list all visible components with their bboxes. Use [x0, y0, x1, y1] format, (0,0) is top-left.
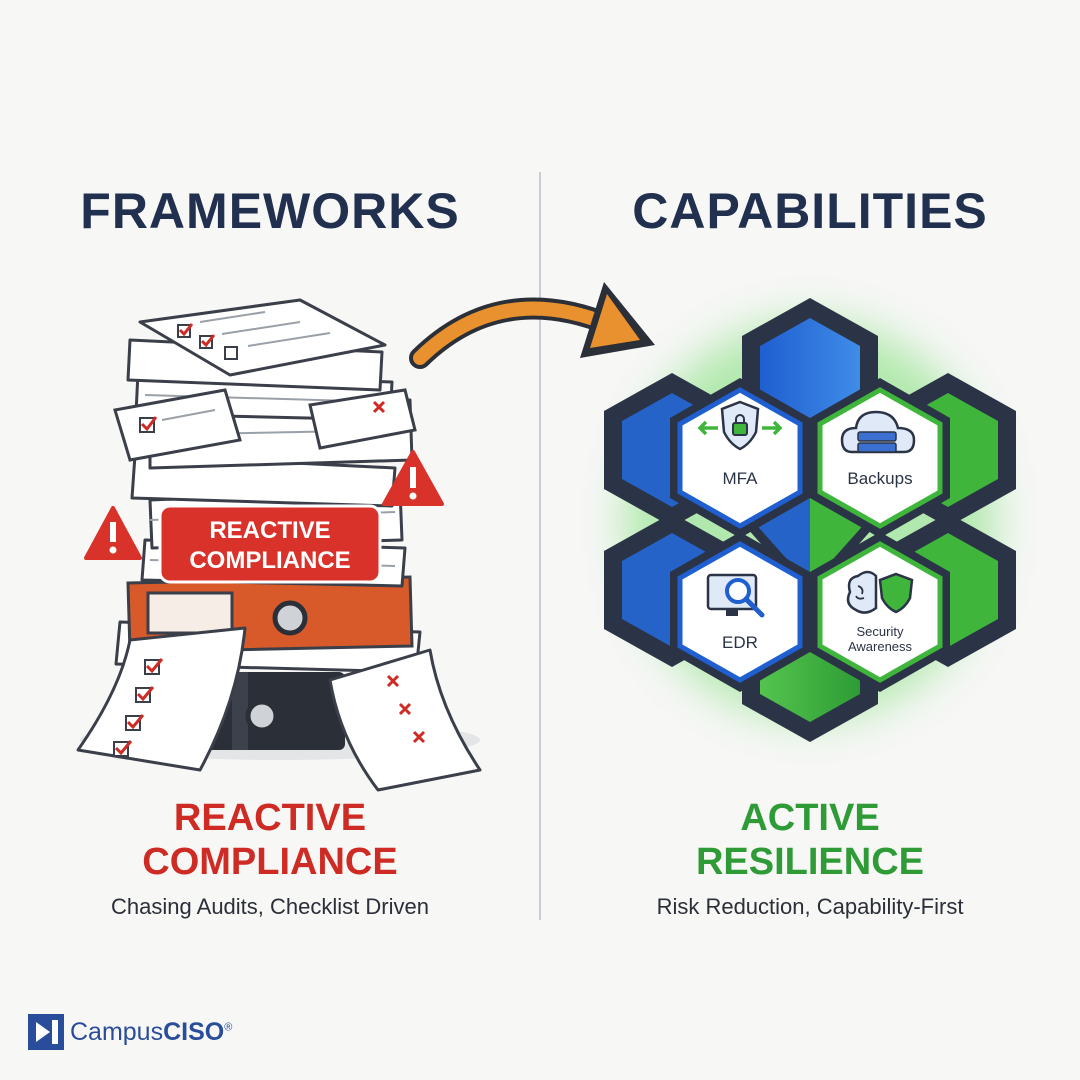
frameworks-subtitle: Chasing Audits, Checklist Driven	[111, 894, 429, 919]
registered-mark: ®	[224, 1021, 233, 1034]
warning-icon	[84, 450, 444, 560]
stamp-line-2: COMPLIANCE	[189, 547, 350, 574]
reactive-compliance-stamp: REACTIVE COMPLIANCE	[158, 504, 382, 584]
capabilities-heading: CAPABILITIES	[632, 183, 988, 239]
outcome-left-line-1: REACTIVE	[173, 797, 367, 839]
edr-capability: EDR	[670, 532, 810, 692]
awareness-label: Awareness	[848, 639, 913, 654]
mfa-capability: MFA	[670, 378, 810, 538]
outcome-right-line-2: RESILIENCE	[695, 841, 925, 883]
center-divider	[539, 172, 541, 920]
security-awareness-capability: Security Awareness	[810, 532, 950, 692]
transition-arrow-icon	[409, 282, 655, 369]
security-label: Security	[857, 624, 904, 639]
backups-label: Backups	[847, 469, 912, 488]
cloud-server-icon	[840, 410, 916, 454]
frameworks-heading: FRAMEWORKS	[80, 183, 460, 239]
monitor-search-icon	[706, 573, 765, 618]
reactive-compliance-outcome: REACTIVE COMPLIANCE	[0, 796, 540, 884]
brain-shield-icon	[846, 570, 914, 614]
paper-stack: REACTIVE COMPLIANCE	[76, 298, 482, 792]
shield-lock-icon	[697, 400, 783, 451]
active-resilience-outcome: ACTIVE RESILIENCE	[540, 796, 1080, 884]
capabilities-subtitle: Risk Reduction, Capability-First	[656, 894, 964, 919]
logo-part-2: CISO	[163, 1017, 225, 1046]
capability-hex-cluster: MFA Backups EDR	[604, 298, 1016, 742]
outcome-right-line-1: ACTIVE	[740, 797, 880, 839]
campusciso-logo-icon	[28, 1014, 64, 1050]
campusciso-logo: CampusCISO®	[28, 1012, 232, 1052]
mfa-label: MFA	[723, 469, 759, 488]
logo-part-1: Campus	[70, 1017, 164, 1046]
outcome-left-line-2: COMPLIANCE	[142, 841, 398, 883]
checklist-paper-icon	[138, 298, 387, 377]
backups-capability: Backups	[810, 378, 950, 538]
edr-label: EDR	[722, 633, 758, 652]
logo-wordmark: CampusCISO®	[70, 1018, 232, 1047]
stamp-line-1: REACTIVE	[209, 517, 330, 544]
